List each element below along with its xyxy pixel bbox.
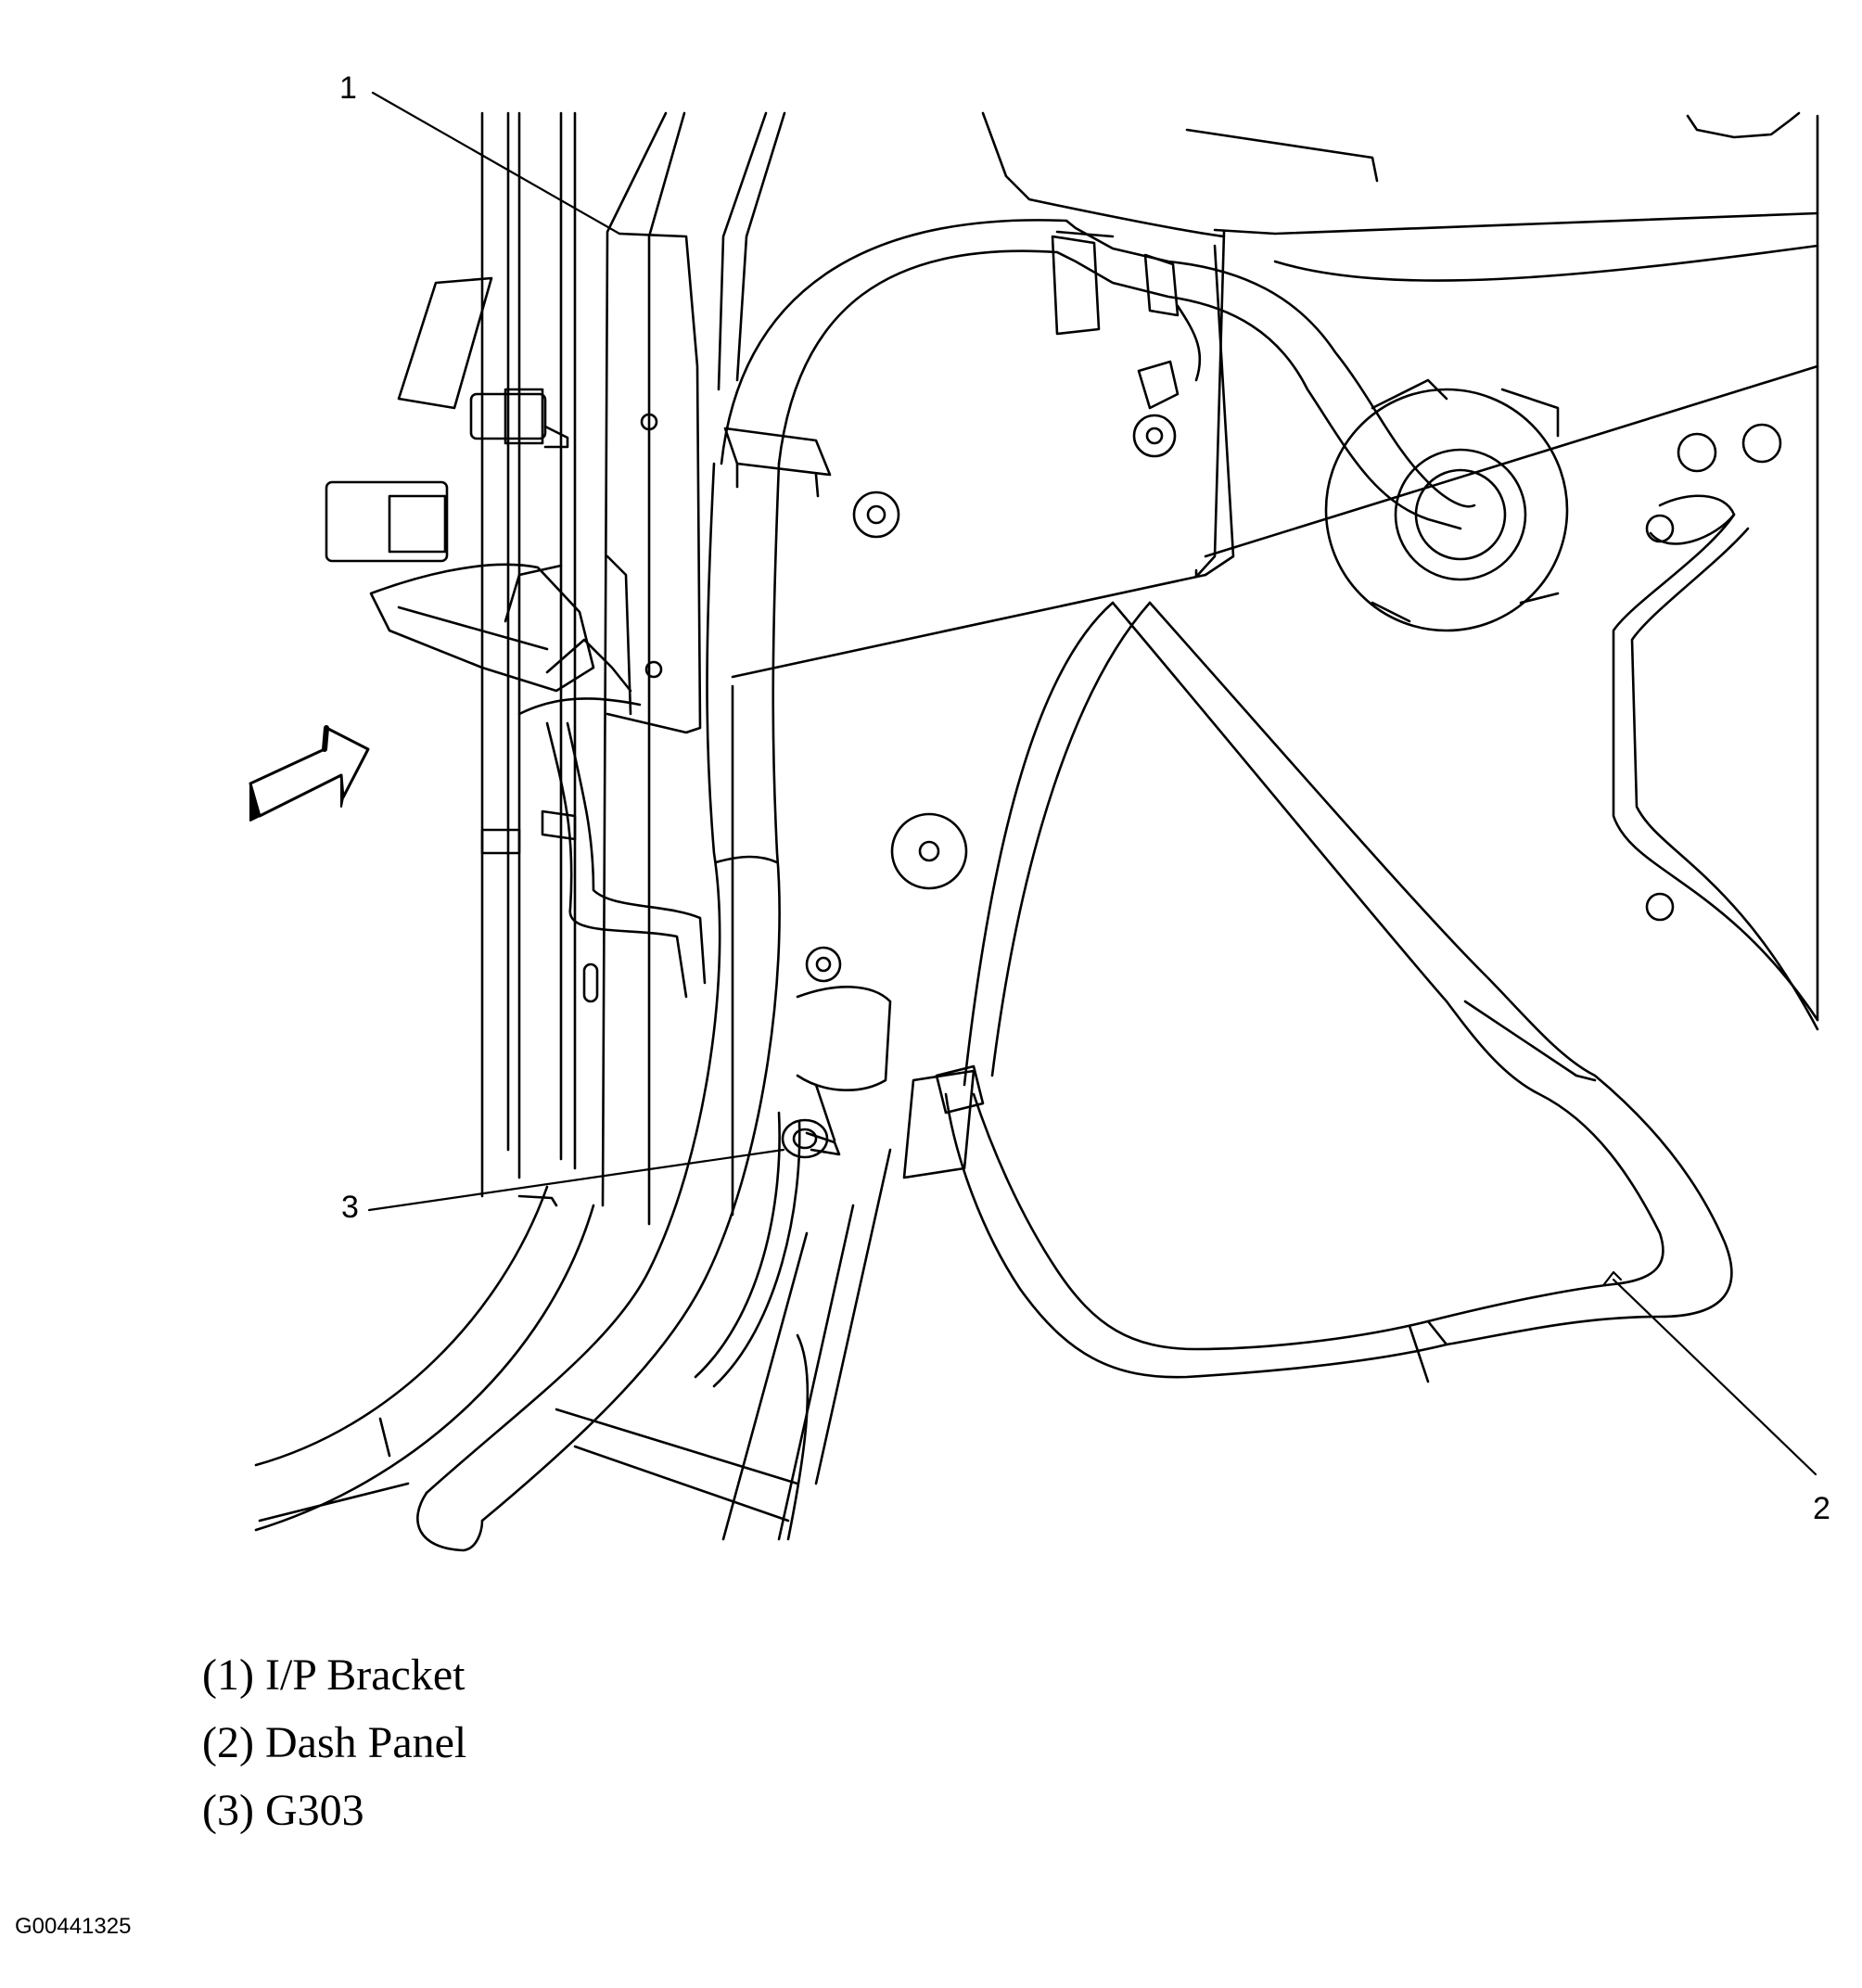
- direction-arrow-icon: [249, 725, 370, 822]
- pillar-structure: [254, 111, 786, 1532]
- legend-item-g303: (3) G303: [202, 1777, 466, 1844]
- dash-panel-illustration: [249, 91, 1819, 1552]
- callout-1: 1: [339, 70, 357, 106]
- leader-1: [371, 91, 621, 236]
- leader-3: [367, 1148, 785, 1212]
- callout-2: 2: [1813, 1491, 1830, 1526]
- legend-label: I/P Bracket: [264, 1650, 466, 1700]
- leader-2: [1612, 1278, 1817, 1476]
- legend-number: (3): [202, 1786, 254, 1835]
- legend-item-dash-panel: (2) Dash Panel: [202, 1709, 466, 1777]
- dash-panel: [258, 111, 1819, 1541]
- legend-number: (1): [202, 1650, 254, 1700]
- callout-leaders: [367, 91, 1817, 1476]
- connector-assembly: [325, 276, 707, 1003]
- legend-item-ip-bracket: (1) I/P Bracket: [202, 1641, 466, 1709]
- ground-stud-g303: [781, 1118, 841, 1159]
- upper-harness: [1051, 219, 1476, 530]
- main-wiring-harness: [416, 219, 1068, 1552]
- callout-3: 3: [341, 1190, 359, 1225]
- legend-label: G303: [264, 1786, 364, 1835]
- legend: (1) I/P Bracket (2) Dash Panel (3) G303: [202, 1641, 466, 1844]
- grommet: [1324, 378, 1569, 632]
- legend-label: Dash Panel: [264, 1718, 467, 1767]
- legend-number: (2): [202, 1718, 254, 1767]
- figure-id: G00441325: [15, 1914, 132, 1939]
